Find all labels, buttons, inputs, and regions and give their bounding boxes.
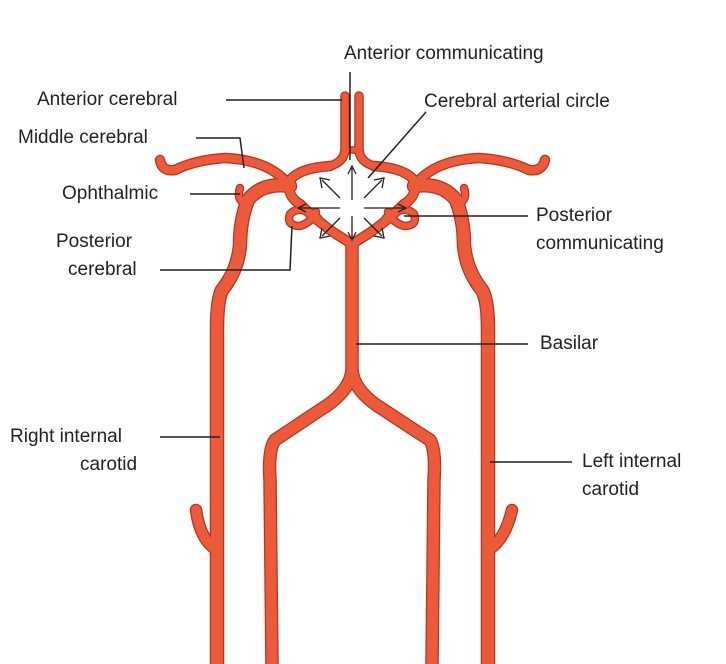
label-right-internal-carotid-1: Right internal xyxy=(10,426,122,447)
left-internal-carotid xyxy=(408,179,494,664)
label-anterior-communicating: Anterior communicating xyxy=(344,43,544,64)
anterior-cerebral-left xyxy=(355,92,378,170)
ophthalmic-left xyxy=(455,185,469,207)
external-carotid-left xyxy=(483,505,517,555)
label-posterior-cerebral-2: cerebral xyxy=(68,259,137,280)
left-internal-carotid-outline xyxy=(406,178,496,664)
middle-cerebral-left xyxy=(410,154,549,190)
right-internal-carotid xyxy=(211,179,296,664)
label-anterior-cerebral: Anterior cerebral xyxy=(37,89,178,110)
basilar-outline xyxy=(262,237,359,664)
label-middle-cerebral: Middle cerebral xyxy=(18,127,148,148)
label-posterior-communicating-1: Posterior xyxy=(536,205,613,226)
label-left-internal-carotid-2: carotid xyxy=(582,479,640,500)
ophthalmic-right xyxy=(235,185,249,207)
label-left-internal-carotid-1: Left internal xyxy=(582,451,682,472)
anterior-cerebral-right xyxy=(326,92,349,170)
circle-left xyxy=(285,162,356,248)
label-cerebral-arterial-circle: Cerebral arterial circle xyxy=(424,91,610,112)
external-carotid-right xyxy=(191,505,222,555)
flow-arrows xyxy=(296,164,408,242)
label-basilar: Basilar xyxy=(540,333,599,354)
middle-cerebral-right xyxy=(156,154,294,190)
basilar-left-branch xyxy=(346,364,440,664)
label-right-internal-carotid-2: carotid xyxy=(80,454,138,475)
leader-lines xyxy=(160,72,572,463)
label-ophthalmic: Ophthalmic xyxy=(62,183,159,204)
label-posterior-communicating-2: communicating xyxy=(536,233,664,254)
right-internal-carotid-outline xyxy=(209,178,298,664)
circle-right xyxy=(348,162,419,248)
label-posterior-cerebral-1: Posterior xyxy=(56,231,133,252)
basilar xyxy=(264,238,358,664)
